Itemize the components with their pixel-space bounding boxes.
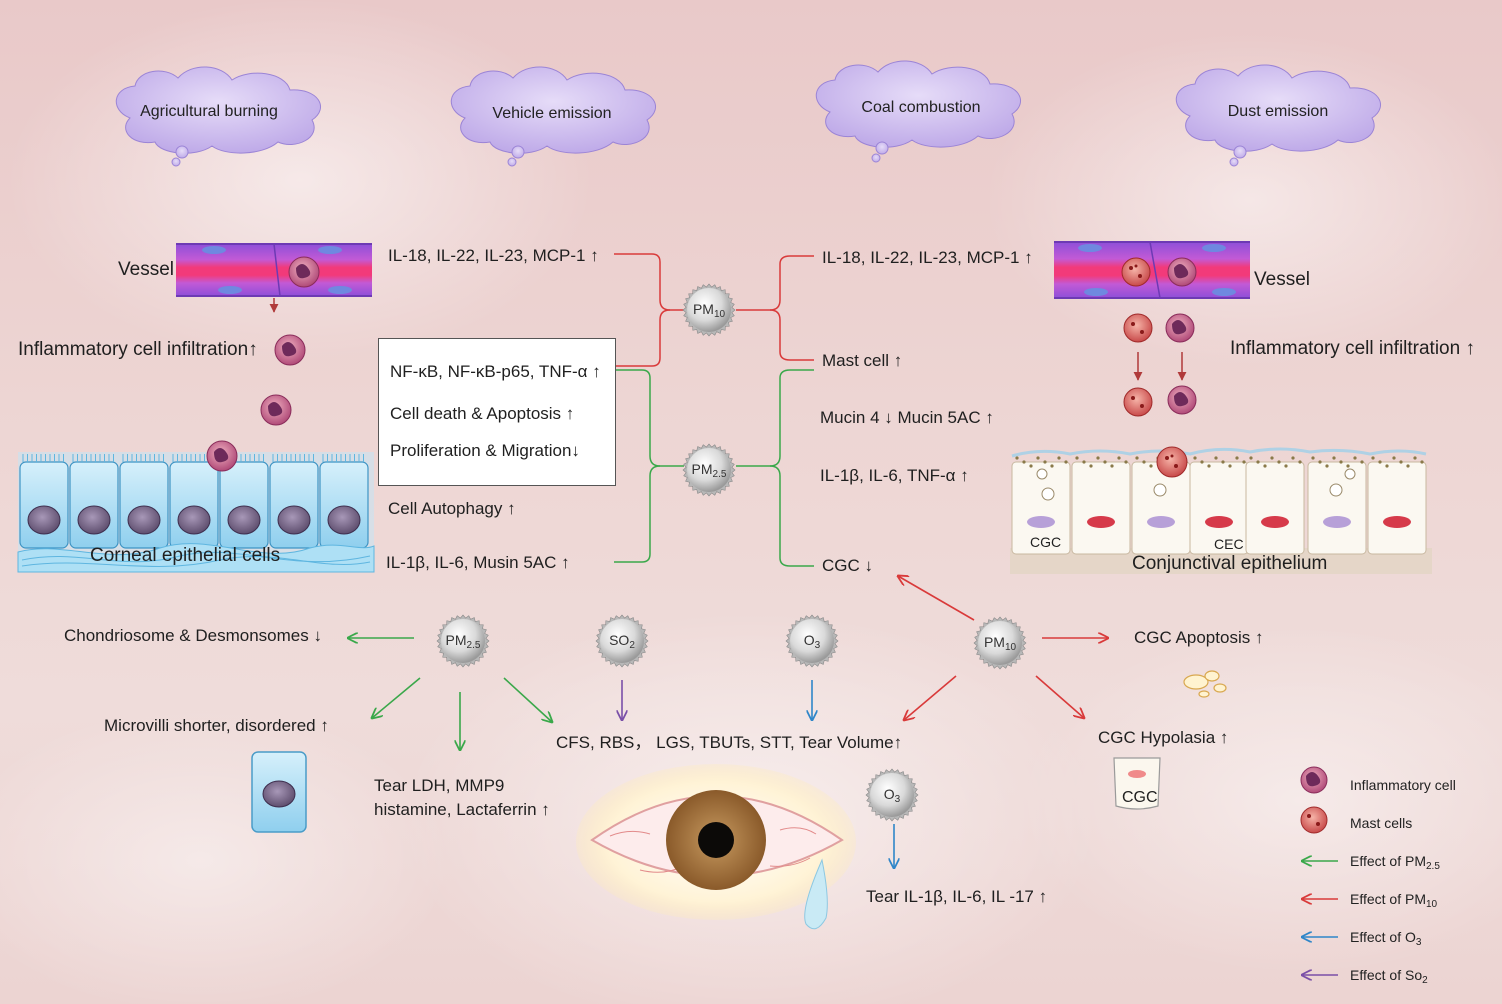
box-line-nfkb: NF-κB, NF-κB-p65, TNF-α ↑ — [390, 362, 601, 381]
legend-inflammatory-cell-icon — [1300, 766, 1328, 794]
so2-badge — [595, 614, 649, 668]
microvilli-label: Microvilli shorter, disordered ↑ — [104, 716, 329, 735]
conj-cgc-label: CGC — [1030, 534, 1062, 550]
corneal-cell — [169, 454, 219, 549]
chondriosome-label: Chondriosome & Desmonsomes ↓ — [64, 626, 322, 645]
cgc-hypolasia-cell — [1113, 757, 1161, 810]
legend-effect-pm25: Effect of PM2.5 — [1350, 853, 1440, 872]
conj-cec-label: CEC — [1214, 536, 1244, 552]
o3-eye-badge-label: O3 — [883, 786, 901, 805]
so2-badge-label: SO2 — [609, 632, 635, 651]
conjunctival-epithelium-graphic — [1010, 446, 1432, 574]
right-il1b-label: IL-1β, IL-6, TNF-α ↑ — [820, 466, 969, 485]
inflammatory-cell-1 — [274, 334, 306, 366]
right-vessel-label: Vessel — [1254, 269, 1310, 290]
o3-badge-label: O3 — [803, 632, 821, 651]
cloud-vehicle-emission — [450, 66, 657, 167]
tear-ldh-line-1: Tear LDH, MMP9 — [374, 776, 505, 795]
pm10-bottom-badge — [973, 616, 1027, 670]
corneal-cell — [19, 454, 69, 549]
corneal-cell — [319, 454, 369, 549]
right-pm10-bracket — [736, 255, 814, 361]
cloud-agricultural-burning — [115, 66, 322, 167]
pm25-arrow-tests — [503, 677, 552, 722]
right-vessel-mast-cell — [1121, 257, 1151, 287]
conjunctival-cell — [1071, 456, 1131, 555]
corneal-cell — [69, 454, 119, 549]
cgc-apoptosis-label: CGC Apoptosis ↑ — [1134, 628, 1264, 647]
tear-il-label: Tear IL-1β, IL-6, IL -17 ↑ — [866, 887, 1048, 906]
pm25-effects-box — [378, 338, 616, 486]
columnar-cell-graphic — [251, 751, 307, 833]
left-vessel-graphic — [176, 243, 372, 313]
cgc-decrease-label: CGC ↓ — [822, 556, 873, 575]
cell-autophagy-label: Cell Autophagy ↑ — [388, 499, 516, 518]
pm10-arrow-cgc-hypolasia — [1035, 675, 1084, 718]
right-vessel-graphic — [1054, 241, 1250, 299]
pm10-arrow-cgc — [898, 576, 975, 621]
corneal-cell — [269, 454, 319, 549]
cloud-coal-combustion — [815, 60, 1022, 163]
pm10-top-badge-label: PM10 — [692, 301, 726, 320]
right-pm10-cytokines: IL-18, IL-22, IL-23, MCP-1 ↑ — [822, 248, 1033, 267]
legend-effect-o3: Effect of O3 — [1350, 929, 1422, 948]
legend-mast-cell-icon — [1300, 806, 1328, 834]
right-infiltration-label: Inflammatory cell infiltration ↑ — [1230, 338, 1475, 359]
inflammatory-cell-2 — [260, 394, 292, 426]
source-dust-emission: Dust emission — [1227, 103, 1329, 120]
legend-effect-so2: Effect of So2 — [1350, 967, 1428, 986]
right-vessel-inflammatory-cell — [1167, 257, 1197, 287]
cgc-hypolasia-label: CGC Hypolasia ↑ — [1098, 728, 1229, 747]
conjunctival-cell — [1189, 456, 1249, 555]
conjunctival-epithelium-label: Conjunctival epithelium — [1132, 553, 1328, 574]
o3-eye-badge — [865, 768, 919, 822]
pm25-mid-badge — [682, 443, 736, 497]
pm10-arrow-tests — [904, 675, 957, 720]
conjunctival-cell — [1011, 456, 1071, 555]
left-infiltration-label: Inflammatory cell infiltration↑ — [18, 339, 258, 360]
mast-cell-label: Mast cell ↑ — [822, 351, 903, 370]
right-pm25-bracket — [736, 369, 814, 567]
mucin-label: Mucin 4 ↓ Mucin 5AC ↑ — [820, 408, 994, 427]
source-coal-combustion: Coal combustion — [861, 99, 981, 116]
right-migrating-cells — [1123, 313, 1197, 417]
corneal-epithelial-label: Corneal epithelial cells — [90, 545, 281, 566]
left-pm25-bracket — [614, 369, 684, 563]
tear-ldh-line-2: histamine, Lactaferrin ↑ — [374, 800, 550, 819]
left-pm10-bracket — [614, 253, 684, 367]
cgc-apoptosis-fragments — [1183, 670, 1227, 698]
box-line-cell-death: Cell death & Apoptosis ↑ — [390, 404, 575, 423]
pm10-bottom-badge-label: PM10 — [983, 634, 1017, 653]
legend-inflammatory-cell: Inflammatory cell — [1350, 777, 1456, 793]
source-vehicle-emission: Vehicle emission — [492, 105, 612, 122]
vessel-inflammatory-cell — [288, 256, 320, 288]
eye-graphic — [576, 764, 856, 930]
legend-effect-pm10: Effect of PM10 — [1350, 891, 1438, 910]
pm25-mid-badge-label: PM2.5 — [691, 461, 727, 480]
cloud-dust-emission — [1175, 64, 1382, 167]
left-il1b-musin-label: IL-1β, IL-6, Musin 5AC ↑ — [386, 553, 570, 572]
cgc-cell-label: CGC — [1122, 789, 1158, 806]
conjunctival-cell — [1367, 456, 1427, 555]
corneal-cell — [119, 454, 169, 549]
pm25-bottom-badge — [436, 614, 490, 668]
tear-tests-label: CFS, RBS， LGS, TBUTs, STT, Tear Volume↑ — [556, 733, 903, 752]
pm25-bottom-badge-label: PM2.5 — [445, 632, 481, 651]
pm25-arrow-microvilli — [372, 677, 421, 718]
conjunctival-cell — [1307, 456, 1367, 555]
conjunctival-cell — [1245, 456, 1305, 555]
corneal-epithelium-graphic — [17, 452, 375, 573]
left-pm10-cytokines: IL-18, IL-22, IL-23, MCP-1 ↑ — [388, 246, 599, 265]
left-vessel-label: Vessel — [118, 259, 174, 280]
cornea-inflammatory-cell — [206, 440, 238, 472]
source-agricultural-burning: Agricultural burning — [140, 103, 278, 120]
o3-badge — [785, 614, 839, 668]
box-line-proliferation: Proliferation & Migration↓ — [390, 441, 580, 460]
conjunctival-cell — [1131, 456, 1191, 555]
pm10-top-badge — [682, 283, 736, 337]
legend-mast-cells: Mast cells — [1350, 815, 1413, 831]
